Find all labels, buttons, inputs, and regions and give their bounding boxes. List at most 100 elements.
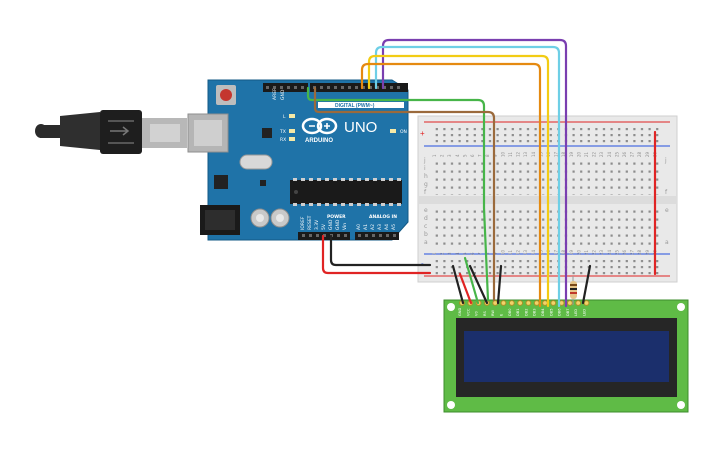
column-number: 12 [516,249,521,255]
lcd-pin-label: LED [583,309,587,316]
wire-orange [360,62,542,308]
column-number: 5 [462,154,467,157]
power-pin-3v3: 3.3V [314,219,320,230]
analog-pin-a3: A3 [377,224,383,230]
row-label-f-right: f [665,189,668,196]
row-label-j-right: j [664,157,667,164]
row-label-b: b [424,231,428,238]
lcd-pin-pad [575,300,582,306]
led-label-rx: RX [280,137,286,143]
column-number: 1 [432,252,437,255]
column-number: 20 [576,151,581,157]
led-tx [289,129,295,133]
row-label-e: e [424,207,428,214]
lcd-pin-label: DB6 [558,308,562,316]
wire-black-gnd [329,234,432,267]
atmega-chip [290,180,402,204]
power-pin-reset: RESET [307,215,313,230]
row-label-f: f [424,189,427,196]
lcd-pin-label: VCC [466,308,470,316]
column-number: 26 [622,249,627,255]
column-number: 3 [447,252,452,255]
lcd-pin-label: DB7 [566,308,570,316]
wire-black-lcd-rw [468,264,489,305]
column-number: 18 [561,249,566,255]
column-number: 28 [637,151,642,157]
wire-black-led [581,264,592,305]
column-number: 13 [523,151,528,157]
power-label: POWER [327,214,346,220]
column-number: 17 [554,151,559,157]
column-number: 14 [531,151,536,157]
lcd-pin-label: RW [491,310,495,316]
row-label-c: c [424,223,427,230]
row-label-a-right: a [665,239,669,246]
rail-plus-label-top: + [420,129,425,138]
power-pin-5v: 5V [321,223,327,230]
usb-cable [35,110,187,154]
mount-hole [447,303,455,311]
lcd-pin-label: V0 [475,311,479,316]
wire-red-lcd-vcc [458,272,473,305]
column-number: 2 [440,252,445,255]
column-number: 19 [569,151,574,157]
wire-black-lcd-k [496,264,503,305]
wire-green-lcd-v0 [463,256,480,305]
lcd-screen [464,331,669,382]
lcd-pin-label: DB0 [508,308,512,316]
gnd-label: GND [280,89,286,100]
column-number: 25 [614,151,619,157]
lcd-pin-pad [525,300,532,306]
column-number: 11 [508,151,513,157]
lcd-pin-label: RS [483,311,487,316]
lcd-pin-pad [550,300,557,306]
resistor [570,276,577,305]
arduino-logo [301,117,338,135]
column-number: 21 [584,151,589,157]
row-label-i: i [424,165,426,172]
row-label-e-right: e [665,207,669,214]
arduino-uno-board: AREF GND DIGITAL (PWM~) L TX RX ON ARDUI… [187,79,409,241]
column-number: 23 [599,249,604,255]
column-number: 2 [440,154,445,157]
lcd-pin-label: DB2 [524,308,528,316]
column-number: 9 [493,154,498,157]
led-on [390,129,396,133]
mount-hole [447,401,455,409]
column-number: 8 [485,252,490,255]
power-pin-gnd2: GND [335,219,341,230]
column-number: 24 [607,249,612,255]
column-number: 24 [607,151,612,157]
wire-red-5v [321,234,432,275]
power-pin-ioref: IOREF [300,216,306,230]
lcd-pin-label: LED [574,309,578,316]
column-number: 19 [569,249,574,255]
column-number: 28 [637,249,642,255]
column-number: 10 [500,249,505,255]
column-number: 21 [584,249,589,255]
column-number: 20 [576,249,581,255]
model-label: UNO [344,119,377,136]
led-label-l: L [283,114,286,120]
column-number: 11 [508,249,513,255]
column-number: 27 [630,249,635,255]
power-pin-gnd1: GND [328,219,334,230]
column-number: 14 [531,249,536,255]
lcd-pin-pad [517,300,523,306]
digital-header-label: DIGITAL (PWM~) [335,103,375,109]
column-number: 5 [462,252,467,255]
column-number: 8 [485,154,490,157]
brand-label: ARDUINO [305,138,333,144]
led-rx [289,137,295,141]
column-number: 27 [630,151,635,157]
column-number: 6 [470,252,475,255]
column-number: 6 [470,154,475,157]
column-number: 13 [523,249,528,255]
power-pin-vin: Vin [342,223,348,230]
row-label-d: d [424,215,428,222]
wire-green [306,86,490,302]
column-number: 7 [478,154,483,157]
column-number: 22 [592,151,597,157]
mount-hole [677,303,685,311]
